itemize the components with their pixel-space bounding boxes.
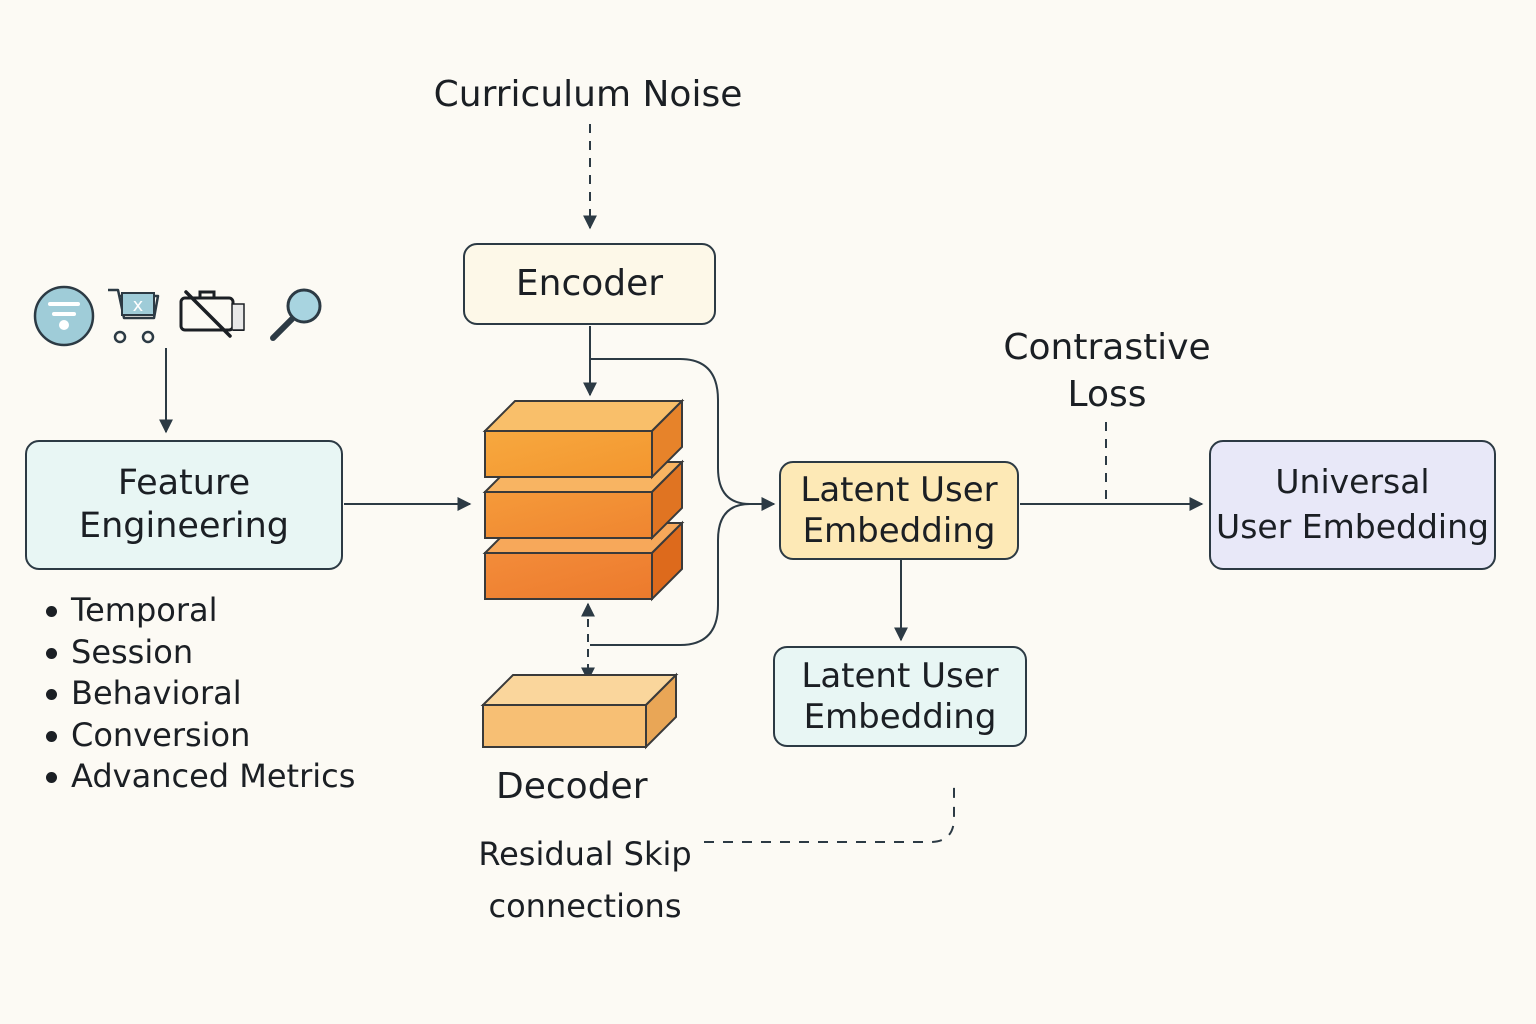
- search-icon: [270, 288, 322, 341]
- decoder-label: Decoder: [496, 766, 648, 807]
- filter-icon: [33, 285, 95, 347]
- encoder-label: Encoder: [515, 263, 664, 305]
- latent-user-embedding-secondary-line1: Latent User: [801, 656, 999, 697]
- hidden-display-icon: [179, 290, 245, 338]
- latent-user-embedding-box: Latent User Embedding: [779, 461, 1019, 560]
- universal-user-embedding-line2: User Embedding: [1216, 507, 1489, 546]
- universal-user-embedding-box: Universal User Embedding: [1209, 440, 1496, 570]
- stack-layer-1: [482, 398, 685, 480]
- contrastive-loss-label: Contrastive Loss: [1000, 324, 1214, 418]
- feature-list-item: Behavioral: [44, 673, 355, 715]
- feature-engineering-line1: Feature: [117, 463, 251, 504]
- feature-list-item: Conversion: [44, 715, 355, 757]
- svg-text:x: x: [133, 295, 144, 316]
- residual-skip-line2: connections: [488, 887, 682, 925]
- feature-list-item: Advanced Metrics: [44, 756, 355, 798]
- encoder-box: Encoder: [463, 243, 716, 325]
- feature-list: Temporal Session Behavioral Conversion A…: [44, 590, 355, 798]
- latent-user-embedding-line2: Embedding: [802, 510, 996, 551]
- curriculum-noise-label: Curriculum Noise: [433, 74, 743, 115]
- feature-list-item: Temporal: [44, 590, 355, 632]
- contrastive-loss-line2: Loss: [1067, 374, 1147, 415]
- decoder-branch-curve: [590, 503, 751, 646]
- residual-skip-label: Residual Skip connections: [470, 828, 700, 932]
- cart-icon: x: [108, 288, 160, 344]
- latent-user-embedding-line1: Latent User: [800, 470, 998, 511]
- universal-user-embedding-line1: Universal: [1275, 462, 1430, 502]
- encoder-branch-curve: [590, 358, 751, 505]
- decoder-block: [480, 672, 679, 750]
- residual-skip-path: [704, 780, 955, 843]
- encoder-layer-stack: [482, 398, 685, 602]
- latent-user-embedding-secondary-box: Latent User Embedding: [773, 646, 1027, 747]
- feature-list-item: Session: [44, 632, 355, 674]
- contrastive-loss-line1: Contrastive: [1003, 327, 1211, 368]
- feature-engineering-line2: Engineering: [79, 506, 289, 546]
- latent-user-embedding-secondary-line2: Embedding: [803, 696, 997, 737]
- residual-skip-line1: Residual Skip: [478, 835, 692, 873]
- feature-engineering-box: Feature Engineering: [25, 440, 343, 570]
